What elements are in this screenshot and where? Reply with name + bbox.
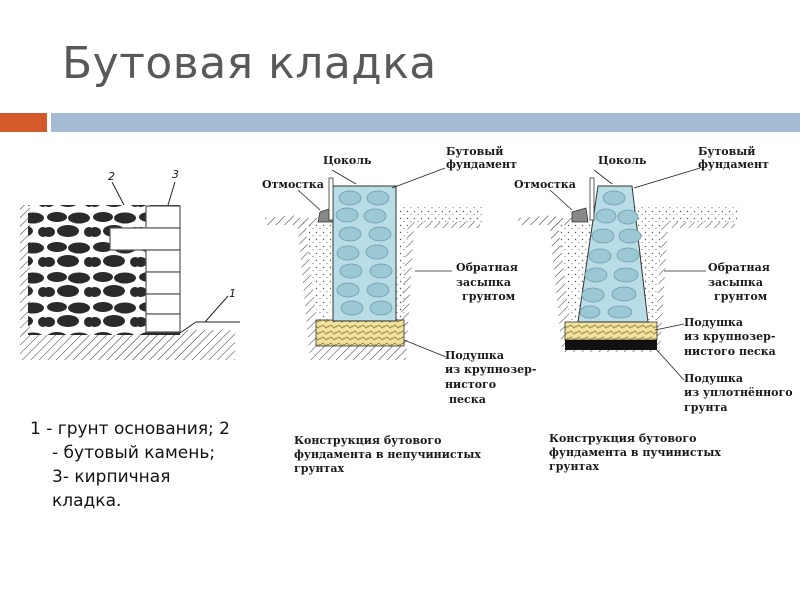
label-backfill-1: Обратная (456, 261, 518, 274)
label-rubble-2-heaving: фундамент (698, 158, 769, 171)
marker-line-2 (111, 181, 125, 206)
caption-heaving-2: фундамента в пучинистых (549, 446, 721, 459)
marker-line-3 (167, 181, 176, 206)
legend-caption: 1 - грунт основания; 2 - бутовый камень;… (30, 417, 270, 513)
label-cushion-3-heaving: нистого песка (684, 345, 776, 358)
marker-2: 2 (108, 170, 115, 183)
wall-edge (20, 205, 30, 335)
legend-line-2: - бутовый камень; (52, 443, 216, 463)
label-cushion-3: нистого (445, 378, 496, 391)
brick-layers (109, 205, 181, 333)
caption-nonheaving-1: Конструкция бутового (294, 434, 441, 447)
label-rubble-1: Бутовый (446, 145, 503, 158)
caption-heaving-1: Конструкция бутового (549, 432, 696, 445)
accent-bar-blue (51, 113, 800, 132)
label-backfill-2: засыпка (456, 276, 511, 289)
label-socle: Цоколь (323, 154, 372, 167)
legend-line-3: 3- кирпичная (52, 467, 171, 487)
legend-line-4: кладка. (52, 491, 122, 511)
marker-line-1 (204, 295, 229, 323)
masonry-drawing: 2 3 1 (20, 168, 240, 360)
marker-1: 1 (229, 287, 236, 300)
caption-nonheaving-3: грунтах (294, 462, 344, 475)
slide-title: Бутовая кладка (62, 38, 437, 89)
label-rubble-1-heaving: Бутовый (698, 145, 755, 158)
label-backfill-3-heaving: грунтом (714, 290, 768, 303)
label-cushion-2: из крупнозер- (445, 363, 536, 376)
label-backfill-3: грунтом (462, 290, 516, 303)
label-cushion-1-heaving: Подушка (684, 316, 743, 329)
rubble-stones (28, 205, 150, 335)
label-cushion-2-heaving: из крупнозер- (684, 330, 775, 343)
label-cushion-1: Подушка (445, 349, 504, 362)
foundation-diagram-heaving: Цоколь Бутовый фундамент Отмостка Обратн… (514, 145, 793, 473)
label-backfill-1-heaving: Обратная (708, 261, 770, 274)
label-backfill-2-heaving: засыпка (708, 276, 763, 289)
caption-heaving-3: грунтах (549, 460, 599, 473)
marker-3: 3 (172, 168, 179, 181)
foundation-diagram-nonheaving: Цоколь Бутовый фундамент Отмостка Обратн… (262, 145, 536, 475)
legend-line-1: 1 - грунт основания; 2 (30, 419, 230, 439)
accent-bar-orange (0, 113, 47, 132)
label-compacted-3: грунта (684, 401, 727, 414)
caption-nonheaving-2: фундамента в непучинистых (294, 448, 481, 461)
label-cushion-4: песка (449, 393, 486, 406)
label-compacted-1: Подушка (684, 372, 743, 385)
sand-cushion (315, 319, 405, 347)
label-rubble-2: фундамент (446, 158, 517, 171)
label-blind-area-heaving: Отмостка (514, 178, 576, 191)
label-blind-area: Отмостка (262, 178, 324, 191)
compacted-soil-cushion (565, 340, 657, 350)
sand-cushion-heaving (564, 321, 658, 341)
label-socle-heaving: Цоколь (598, 154, 647, 167)
label-compacted-2: из уплотнённого (684, 386, 793, 399)
